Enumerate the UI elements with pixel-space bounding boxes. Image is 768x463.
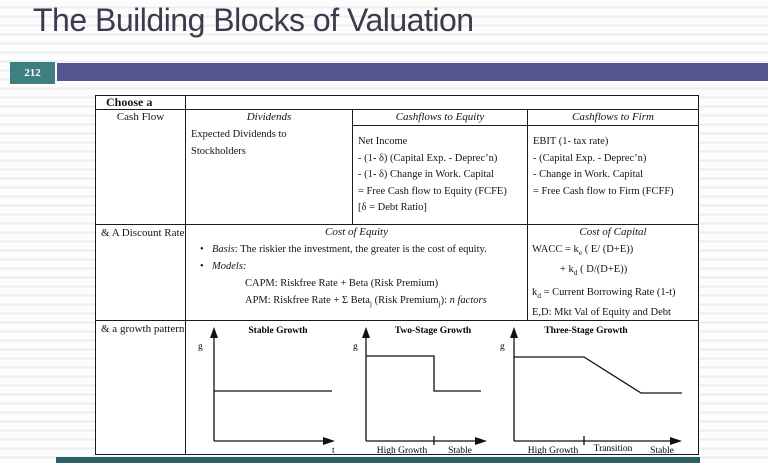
cost-of-capital-body: WACC = ke ( E/ (D+E)) + kd ( D/(D+E)) kd…	[528, 240, 698, 320]
firm-line: - (Capital Exp. - Deprec’n)	[533, 152, 647, 164]
bullet-icon: •	[200, 244, 204, 255]
wacc-part: + k	[560, 264, 574, 276]
y-axis-arrow-icon	[362, 327, 370, 338]
equity-line: [δ = Debt Ratio]	[358, 202, 427, 213]
firm-line: - Change in Work. Capital	[533, 169, 644, 180]
equity-line: - (1- δ) Change in Work. Capital	[358, 169, 495, 180]
firm-line: EBIT (1- tax rate)	[533, 136, 609, 147]
page-number-badge: 212	[10, 62, 55, 84]
three-stage-growth-line	[514, 356, 682, 394]
footer-accent-bar	[56, 457, 700, 463]
x-axis-label: t	[332, 446, 335, 454]
transition-label: Transition	[594, 444, 633, 454]
apm-subscript: j	[438, 299, 441, 309]
equity-header: Cashflows to Equity	[353, 110, 527, 126]
cost-of-equity-body: • Basis: The riskier the investment, the …	[186, 240, 527, 312]
apm-n-factors: n factors	[449, 295, 487, 306]
row1-empty-cell	[186, 96, 698, 110]
apm-part: (Risk Premium	[371, 295, 439, 306]
cost-of-capital-cell: Cost of Capital WACC = ke ( E/ (D+E)) + …	[528, 224, 698, 320]
discount-rate-row-label: & A Discount Rate	[96, 224, 186, 320]
dividends-header: Dividends	[246, 111, 292, 123]
capm-line: CAPM: Riskfree Rate + Beta (Risk Premium…	[245, 278, 439, 289]
firm-line: = Free Cash flow to Firm (FCFF)	[533, 185, 674, 197]
x-axis-arrow-icon	[670, 437, 682, 445]
y-axis-label: g	[500, 342, 505, 352]
apm-subscript: j	[369, 299, 372, 309]
apm-part: APM: Riskfree Rate + Σ Beta	[245, 295, 370, 306]
apm-line: APM: Riskfree Rate + Σ Betaj (Risk Premi…	[200, 292, 527, 312]
firm-header: Cashflows to Firm	[528, 110, 698, 126]
stable-label: Stable	[650, 446, 674, 454]
y-axis-arrow-icon	[510, 327, 518, 338]
high-growth-label: High Growth	[528, 446, 579, 454]
choose-a-label: Choose a	[96, 96, 186, 110]
equity-line: Net Income	[358, 136, 408, 147]
wacc-part: WACC = k	[532, 244, 579, 255]
x-axis-arrow-icon	[323, 437, 335, 445]
kd-part: k	[532, 287, 538, 299]
two-stage-growth-title: Two-Stage Growth	[395, 326, 472, 336]
stable-growth-title: Stable Growth	[248, 326, 308, 336]
wacc-line-1: WACC = ke ( E/ (D+E))	[532, 241, 698, 261]
wacc-subscript: e	[578, 248, 583, 258]
y-axis-label: g	[198, 342, 203, 352]
basis-label: Basis	[212, 244, 235, 255]
valuation-table: Choose a Cash Flow Dividends Expected Di…	[95, 95, 699, 455]
y-axis-label: g	[353, 342, 358, 352]
dividends-line: Expected Dividends to	[191, 129, 287, 140]
high-growth-label: High Growth	[377, 446, 428, 454]
equity-line: - (1- δ) (Capital Exp. - Deprec’n)	[358, 152, 498, 164]
cashflows-to-firm-cell: Cashflows to Firm EBIT (1- tax rate) - (…	[528, 110, 698, 224]
kd-line: kd = Current Borrowing Rate (1-t)	[532, 284, 698, 304]
two-stage-growth-chart: Two-Stage Growth g High Growth Stable	[353, 321, 496, 454]
kd-subscript: d	[537, 291, 541, 301]
basis-text: : The riskier the investment, the greate…	[234, 244, 487, 255]
bullet-icon: •	[200, 261, 204, 272]
wacc-part: ( E/ (D+E))	[582, 244, 634, 255]
two-stage-growth-line	[366, 355, 481, 392]
dividends-lines: Expected Dividends to Stockholders	[186, 125, 352, 160]
kd-part: = Current Borrowing Rate (1-t)	[541, 287, 676, 299]
cashflows-to-equity-cell: Cashflows to Equity Net Income - (1- δ) …	[353, 110, 528, 224]
stable-label: Stable	[448, 446, 472, 454]
equity-lines: Net Income - (1- δ) (Capital Exp. - Depr…	[353, 132, 527, 217]
wacc-part: ( D/(D+E))	[577, 264, 628, 276]
models-label: Models:	[212, 261, 247, 272]
dividends-line: Stockholders	[191, 145, 246, 157]
wacc-subscript: d	[573, 268, 578, 278]
cash-flow-row-label: Cash Flow	[96, 110, 186, 224]
equity-line: = Free Cash flow to Equity (FCFE)	[358, 185, 507, 197]
y-axis-arrow-icon	[210, 327, 218, 338]
wacc-line-2: + kd ( D/(D+E))	[532, 261, 698, 281]
apm-part: ):	[440, 295, 450, 306]
x-axis-arrow-icon	[475, 437, 487, 445]
ed-line: E,D: Mkt Val of Equity and Debt	[532, 307, 671, 319]
dividends-cell: Dividends Expected Dividends to Stockhol…	[186, 110, 353, 224]
stable-growth-chart: Stable Growth g t	[186, 321, 353, 454]
cost-of-capital-header: Cost of Capital	[579, 226, 647, 238]
cost-of-equity-header: Cost of Equity	[325, 226, 388, 238]
growth-charts-cell: Stable Growth g t Two-Stage Growth g	[186, 320, 698, 454]
three-stage-growth-title: Three-Stage Growth	[544, 326, 628, 336]
models-bullet: • Models:	[200, 258, 527, 275]
firm-lines: EBIT (1- tax rate) - (Capital Exp. - Dep…	[528, 132, 698, 200]
header-accent-bar	[57, 63, 768, 81]
basis-bullet: • Basis: The riskier the investment, the …	[200, 241, 527, 258]
three-stage-growth-chart: Three-Stage Growth g High Growth Transit…	[496, 321, 698, 454]
slide-title: The Building Blocks of Valuation	[33, 2, 474, 38]
growth-pattern-row-label: & a growth pattern	[96, 320, 186, 454]
cost-of-equity-cell: Cost of Equity • Basis: The riskier the i…	[186, 224, 528, 320]
